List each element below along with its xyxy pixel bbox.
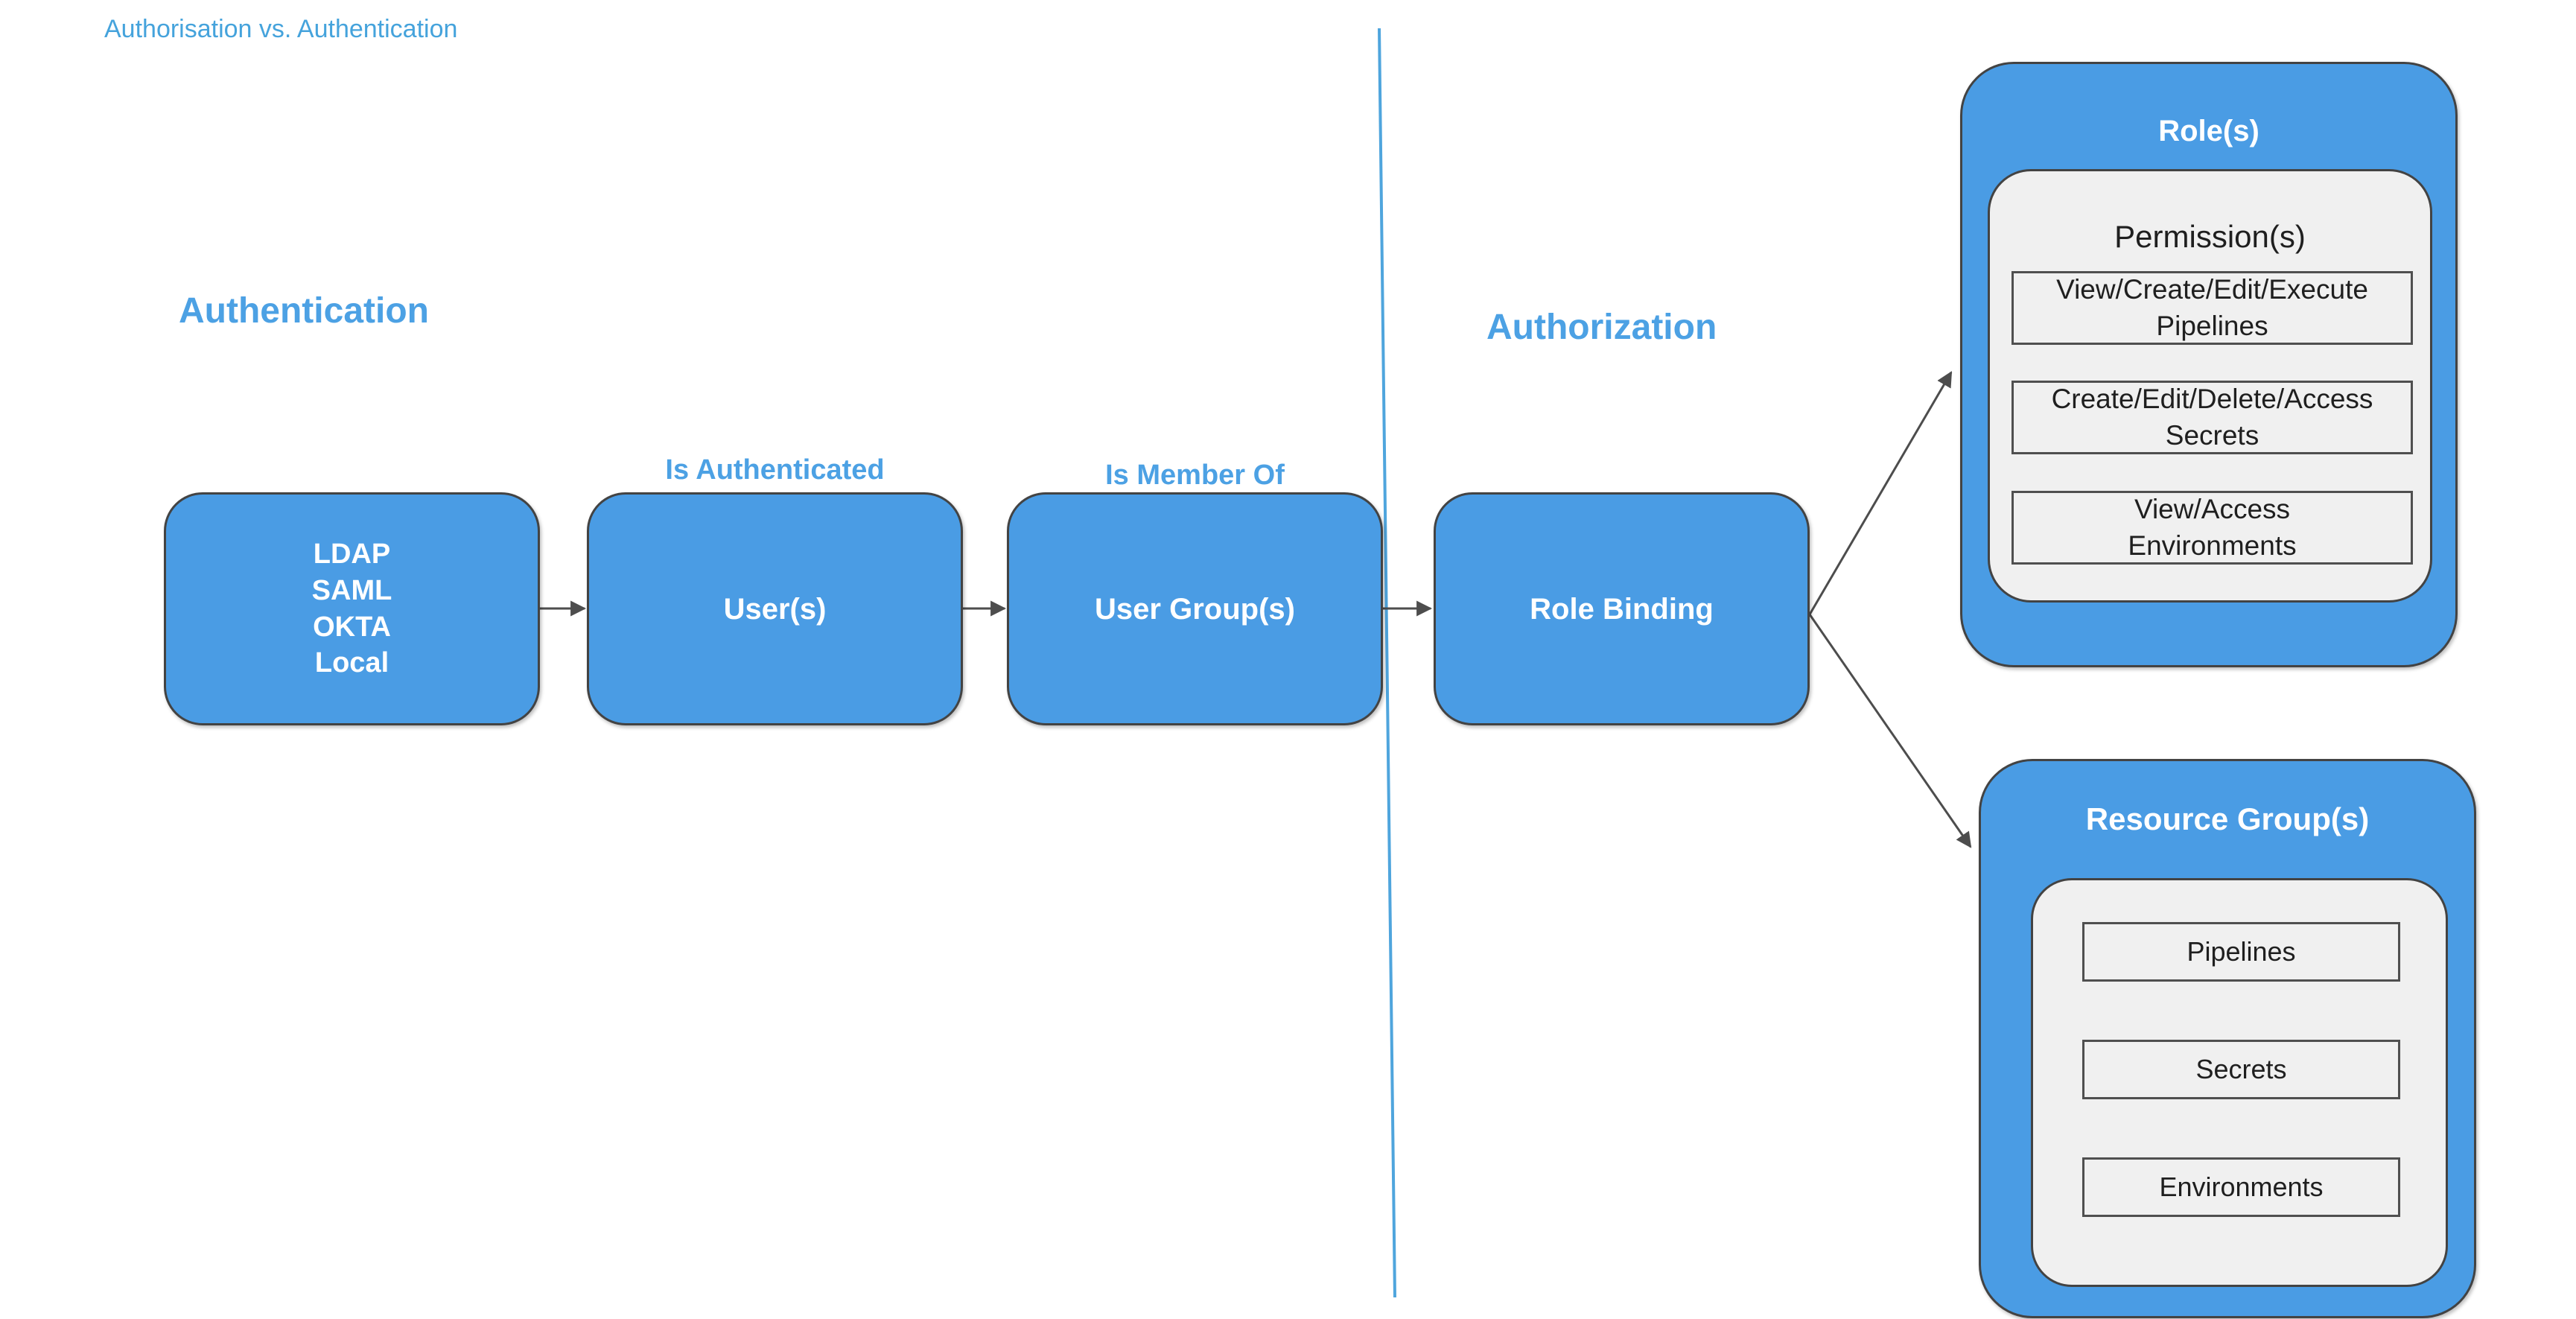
node-users: User(s) xyxy=(587,492,963,725)
arrow-rolebinding-to-roles xyxy=(1808,371,1953,615)
node-identity-providers: LDAP SAML OKTA Local xyxy=(164,492,540,725)
identity-providers-text: LDAP SAML OKTA Local xyxy=(311,538,392,679)
permission-item: View/Access Environments xyxy=(2011,491,2413,565)
resource-item: Pipelines xyxy=(2082,922,2400,982)
role-binding-label: Role Binding xyxy=(1530,592,1714,626)
roles-group-title: Role(s) xyxy=(2158,115,2259,147)
page-title: Authorisation vs. Authentication xyxy=(104,15,458,43)
resource-group: Resource Group(s) Pipelines Secrets Envi… xyxy=(1979,759,2476,1318)
node-user-groups: User Group(s) xyxy=(1007,492,1383,725)
user-groups-label: User Group(s) xyxy=(1095,592,1295,626)
resource-item: Environments xyxy=(2082,1157,2400,1217)
arrow-rolebinding-to-resources xyxy=(1808,614,1972,848)
edge-label-is-authenticated: Is Authenticated xyxy=(665,454,885,486)
resource-group-title: Resource Group(s) xyxy=(2085,801,2370,836)
permissions-title: Permission(s) xyxy=(2114,219,2306,254)
resource-item: Secrets xyxy=(2082,1040,2400,1099)
permission-item: View/Create/Edit/Execute Pipelines xyxy=(2011,271,2413,345)
roles-group: Role(s) Permission(s) View/Create/Edit/E… xyxy=(1960,62,2458,667)
permission-item: Create/Edit/Delete/Access Secrets xyxy=(2011,381,2413,454)
users-label: User(s) xyxy=(723,592,827,626)
authorization-heading: Authorization xyxy=(1486,308,1717,347)
permissions-panel: Permission(s) View/Create/Edit/Execute P… xyxy=(1988,169,2432,603)
authentication-heading: Authentication xyxy=(179,291,429,331)
resources-panel: Pipelines Secrets Environments xyxy=(2031,878,2448,1287)
edge-label-is-member-of: Is Member Of xyxy=(1105,460,1285,491)
node-role-binding: Role Binding xyxy=(1434,492,1810,725)
